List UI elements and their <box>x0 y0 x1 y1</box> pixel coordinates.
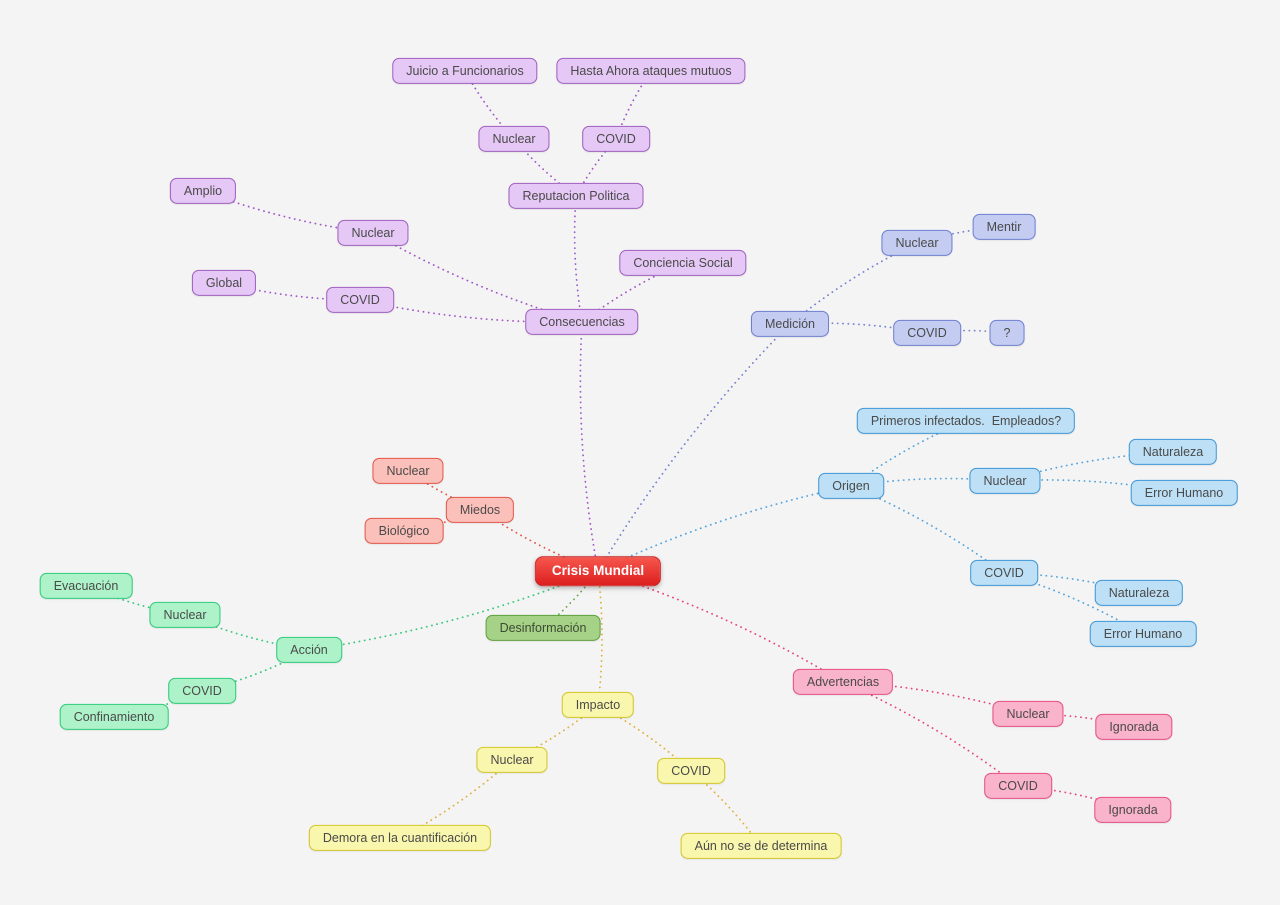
node-confinamiento[interactable]: Confinamiento <box>59 703 169 731</box>
node-accion[interactable]: Acción <box>276 636 342 664</box>
node-nuclear-rep[interactable]: Nuclear <box>478 125 550 153</box>
node-advertencias[interactable]: Advertencias <box>792 668 894 696</box>
edge-consecuencias-conciencia <box>581 262 684 323</box>
node-origen[interactable]: Origen <box>818 472 884 500</box>
node-nuclear-med[interactable]: Nuclear <box>881 229 953 257</box>
node-consecuencias[interactable]: Consecuencias <box>525 308 639 336</box>
node-ataques[interactable]: Hasta Ahora ataques mutuos <box>556 57 746 85</box>
node-naturaleza-n[interactable]: Naturaleza <box>1128 438 1218 466</box>
node-covid-acc[interactable]: COVID <box>168 677 236 705</box>
node-ignorada-n[interactable]: Ignorada <box>1095 713 1173 741</box>
node-ignorada-c[interactable]: Ignorada <box>1094 796 1172 824</box>
node-nuclear-cons[interactable]: Nuclear <box>337 219 409 247</box>
node-covid-adv[interactable]: COVID <box>984 772 1052 800</box>
node-medicion[interactable]: Medición <box>750 310 830 338</box>
edge-reputacion-nuclear-rep <box>513 138 577 197</box>
node-nuclear-org[interactable]: Nuclear <box>969 467 1041 495</box>
node-crisis[interactable]: Crisis Mundial <box>534 556 662 586</box>
node-question[interactable]: ? <box>989 319 1025 347</box>
node-nuclear-mie[interactable]: Nuclear <box>372 457 444 485</box>
node-covid-cons[interactable]: COVID <box>326 286 394 314</box>
edge-nuclear-rep-juicio <box>464 70 515 140</box>
node-nuclear-acc[interactable]: Nuclear <box>149 601 221 629</box>
node-nuclear-adv[interactable]: Nuclear <box>992 700 1064 728</box>
node-biologico[interactable]: Biológico <box>364 517 444 545</box>
node-covid-med[interactable]: COVID <box>893 319 961 347</box>
node-covid-imp[interactable]: COVID <box>657 757 725 785</box>
edge-crisis-origen <box>597 485 852 572</box>
node-nuclear-imp[interactable]: Nuclear <box>476 746 548 774</box>
edge-consecuencias-reputacion <box>573 195 583 323</box>
node-covid-org[interactable]: COVID <box>970 559 1038 587</box>
edge-accion-nuclear-acc <box>184 614 310 651</box>
node-evacuacion[interactable]: Evacuación <box>39 572 133 600</box>
node-mentir[interactable]: Mentir <box>972 213 1036 241</box>
node-reputacion[interactable]: Reputacion Politica <box>508 182 644 210</box>
node-error-c[interactable]: Error Humano <box>1089 620 1197 648</box>
edge-accion-covid-acc <box>201 649 310 692</box>
node-primeros[interactable]: Primeros infectados. Empleados? <box>856 407 1076 435</box>
node-covid-rep[interactable]: COVID <box>582 125 650 153</box>
node-aun[interactable]: Aún no se de determina <box>680 832 842 860</box>
node-juicio[interactable]: Juicio a Funcionarios <box>392 57 538 85</box>
node-conciencia[interactable]: Conciencia Social <box>619 249 747 277</box>
edge-crisis-consecuencias <box>579 321 599 572</box>
node-global[interactable]: Global <box>191 269 257 297</box>
node-demora[interactable]: Demora en la cuantificación <box>308 824 492 852</box>
node-naturaleza-c[interactable]: Naturaleza <box>1094 579 1184 607</box>
node-impacto[interactable]: Impacto <box>561 691 635 719</box>
node-error-n[interactable]: Error Humano <box>1130 479 1238 507</box>
node-desinformacion[interactable]: Desinformación <box>485 614 601 642</box>
node-amplio[interactable]: Amplio <box>169 177 237 205</box>
node-miedos[interactable]: Miedos <box>445 496 515 524</box>
